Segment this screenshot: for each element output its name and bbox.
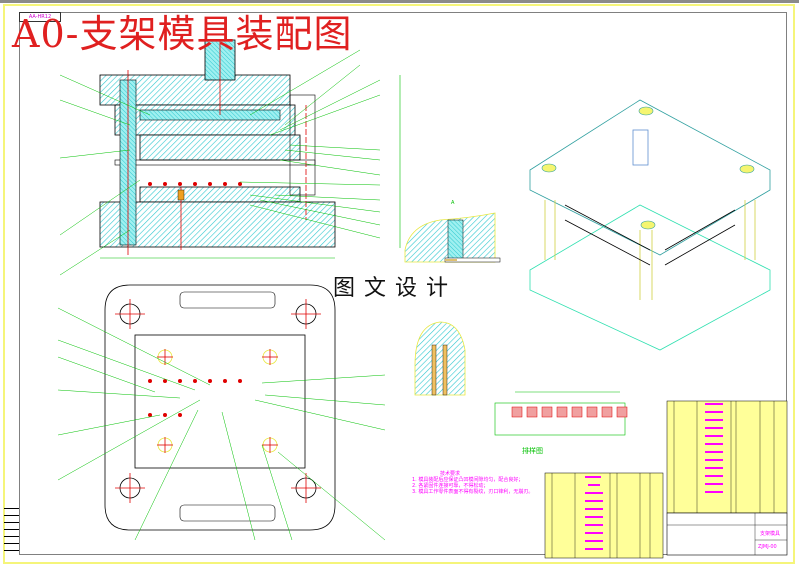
note-2: 2. 各紧固件连接可靠，不得松动； bbox=[412, 483, 489, 489]
detail-view-upper: A bbox=[404, 200, 501, 263]
watermark-text: 图文设计 bbox=[333, 276, 458, 301]
technical-notes: 技术要求 1. 模具装配后应保证凸凹模间隙均匀，配合良好； 2. 各紧固件连接可… bbox=[412, 471, 533, 495]
detail-label: A bbox=[451, 200, 455, 206]
bill-of-materials-left bbox=[544, 472, 664, 559]
window-top-bar bbox=[0, 0, 799, 3]
strip-layout-caption: 排样图 bbox=[522, 447, 543, 455]
drawing-name: 支架模具 bbox=[760, 531, 781, 537]
drawing-number: ZJMJ-00 bbox=[758, 544, 777, 550]
top-plan-view bbox=[57, 284, 386, 541]
detail-view-lower bbox=[414, 321, 466, 396]
outer-border bbox=[3, 4, 795, 564]
notes-title: 技术要求 bbox=[440, 471, 461, 477]
front-section-view bbox=[59, 39, 401, 276]
note-3: 3. 模具工作零件表面不得有裂纹，刃口锋利，无崩刃。 bbox=[412, 489, 534, 495]
drawing-frame bbox=[19, 12, 787, 555]
title-block bbox=[666, 512, 788, 556]
isometric-view bbox=[529, 99, 771, 351]
left-revision-strip bbox=[4, 502, 19, 552]
strip-layout-view bbox=[494, 391, 628, 436]
drawing-title: A0-支架模具装配图 bbox=[12, 12, 353, 56]
drawing-tag-box: AA-HR12 bbox=[19, 12, 61, 22]
bill-of-materials-right bbox=[666, 400, 788, 514]
note-1: 1. 模具装配后应保证凸凹模间隙均匀，配合良好； bbox=[412, 477, 524, 483]
